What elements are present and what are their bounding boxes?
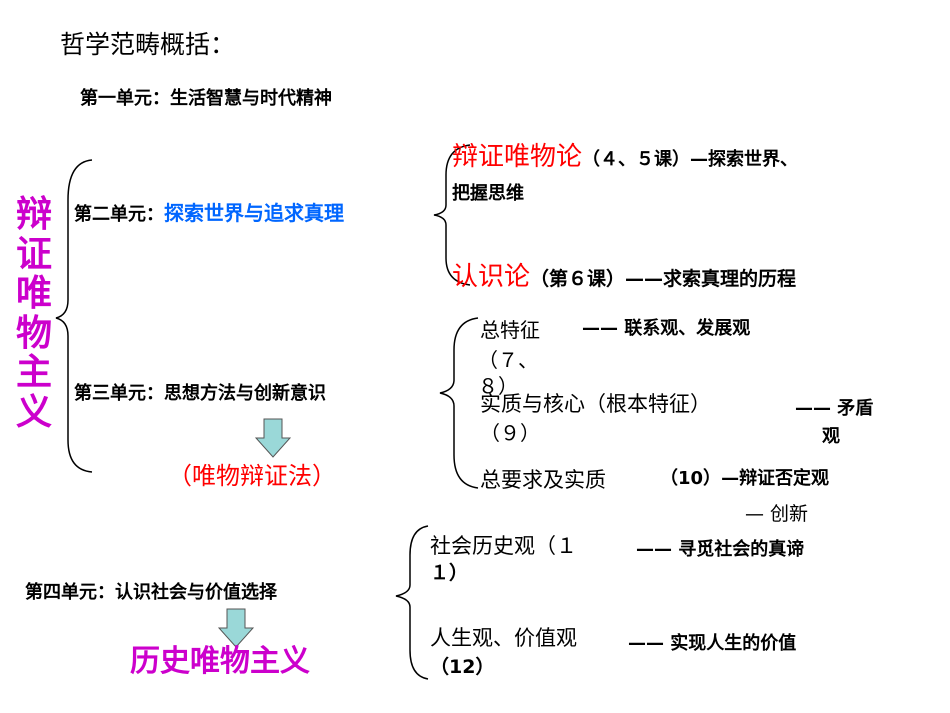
- down-arrow-icon: [255, 418, 291, 458]
- method-label: （唯物辩证法）: [168, 462, 336, 490]
- unit2-label: 第二单元：探索世界与追求真理: [74, 201, 344, 226]
- sub4-desc: —— 寻觅社会的真谛: [636, 539, 805, 560]
- branch2-head: 认识论: [452, 262, 531, 292]
- branch-epistemology: 认识论（第６课）——求索真理的历程: [452, 262, 796, 293]
- sub2-desc-line1: —— 矛盾: [795, 398, 874, 419]
- sub1-desc: —— 联系观、发展观: [582, 318, 751, 339]
- sub3-lesson-desc: （10）—辩证否定观: [660, 468, 829, 490]
- sub5-label: 人生观、价值观: [430, 626, 577, 650]
- branch1-tail-line2: 把握思维: [452, 183, 524, 204]
- side-label-dialectical-materialism: 辩证唯物主义: [15, 194, 52, 433]
- sub1-lesson-line1: （７、: [478, 348, 538, 372]
- unit3-label: 第三单元：思想方法与创新意识: [74, 383, 326, 404]
- down-arrow-icon-2: [218, 608, 254, 648]
- sub1-label: 总特征: [480, 318, 540, 342]
- unit1-label: 第一单元：生活智慧与时代精神: [80, 88, 332, 109]
- sub4-lesson: １）: [430, 562, 469, 584]
- sub5-lesson: （12）: [430, 656, 495, 678]
- branch1-head: 辩证唯物论: [452, 142, 583, 172]
- unit2-prefix: 第二单元：: [74, 204, 164, 225]
- sub3-desc-line2: — 创新: [745, 503, 809, 525]
- sub1-lesson-line2: ８）: [478, 374, 518, 398]
- unit2-topic: 探索世界与追求真理: [164, 201, 344, 225]
- branch2-tail: （第６课）——求索真理的历程: [530, 268, 797, 290]
- sub3-desc1: —辩证否定观: [721, 468, 830, 489]
- sub5-desc: —— 实现人生的价值: [628, 633, 797, 654]
- branch-dialectical-materialism: 辩证唯物论（４、５课）—探索世界、: [452, 142, 798, 173]
- historical-materialism-label: 历史唯物主义: [130, 644, 310, 679]
- branch1-tail: （４、５课）—探索世界、: [582, 149, 799, 170]
- unit4-label: 第四单元：认识社会与价值选择: [25, 582, 277, 603]
- sub3-lesson: （10）: [660, 468, 722, 489]
- page-title: 哲学范畴概括：: [60, 30, 236, 59]
- sub2-lesson: （９）: [480, 421, 540, 445]
- sub3-label: 总要求及实质: [480, 468, 606, 492]
- sub4-label: 社会历史观（１: [430, 534, 577, 558]
- sub2-label: 实质与核心（根本特征）: [480, 392, 711, 416]
- sub2-desc-line2: 观: [822, 426, 840, 447]
